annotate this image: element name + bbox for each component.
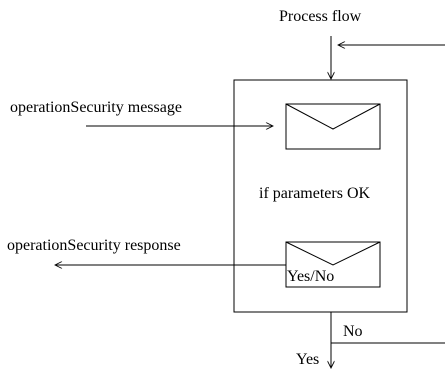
condition-label: if parameters OK [259, 185, 371, 202]
operation-security-message-label: operationSecurity message [10, 99, 182, 116]
yes-no-label: Yes/No [287, 268, 335, 285]
process-flow-label: Process flow [279, 8, 362, 25]
process-box [233, 79, 408, 313]
no-branch-label: No [343, 323, 363, 340]
envelope-icon [285, 103, 381, 150]
yes-branch-label: Yes [296, 351, 320, 368]
operation-security-response-label: operationSecurity response [7, 237, 181, 254]
